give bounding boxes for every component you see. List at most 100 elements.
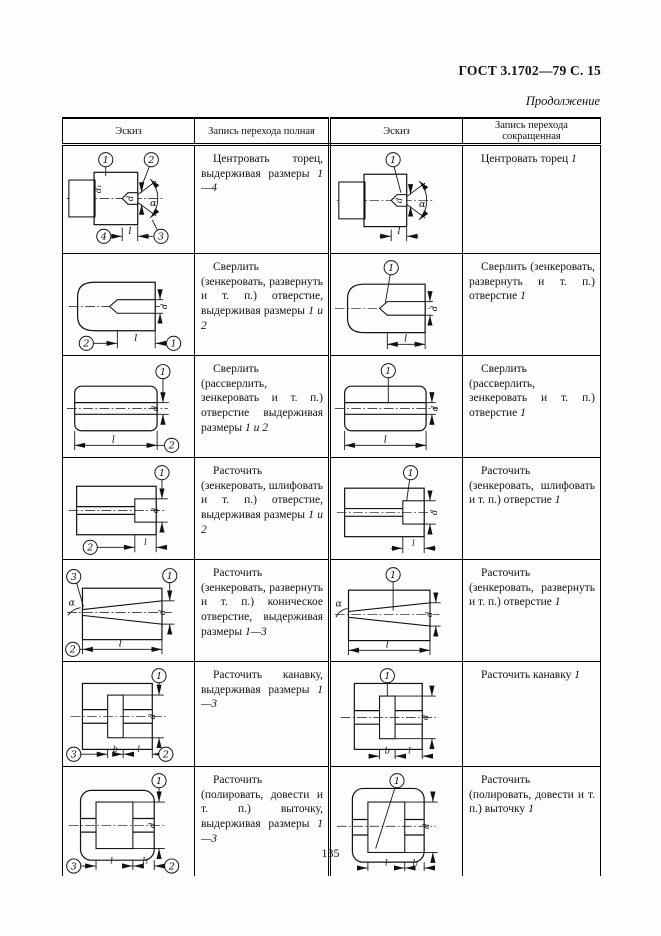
document-reference: ГОСТ 3.1702—79 С. 15 <box>458 63 601 78</box>
callout-1-label: 1 <box>102 155 108 166</box>
dim-l-label: l <box>383 434 386 445</box>
header-record-short: Запись перехода сокращенная <box>462 117 601 146</box>
sketch-groove-full: 1 d 3 2 <box>65 668 173 762</box>
dim-d-label: d <box>393 198 403 203</box>
part-section <box>346 283 426 334</box>
record-full-text: Расточить (зенкеровать, развернуть и т. … <box>201 566 323 638</box>
callout-1: 1 <box>161 567 177 601</box>
dim-l-label: l <box>110 855 113 865</box>
record-full-refs: 1—3 <box>244 625 267 638</box>
dim-l-label: l <box>404 333 407 344</box>
sketch-short-cell: 1 d b l <box>329 660 463 767</box>
dim-d-label: d <box>428 306 438 311</box>
callout-3-label: 3 <box>70 572 76 583</box>
table-row: 1 d 3 2 <box>62 765 601 876</box>
callout-1-label: 1 <box>393 776 399 787</box>
dim-d-label: d <box>150 406 160 411</box>
record-full-cell: Расточить (зенкеровать, шлифовать и т. п… <box>194 456 331 560</box>
dim-d-label: d <box>156 610 166 615</box>
callout-2: 2 <box>82 539 134 555</box>
record-full-cell: Центровать торец, выдерживая размеры 1—4 <box>194 144 331 254</box>
part-section <box>353 682 423 750</box>
callout-1-label: 1 <box>158 468 164 479</box>
sketch-bore-full: 1 d 2 l <box>68 465 170 555</box>
table-row: 1 d l 2 Сверлить (рассверлить, зенкерова… <box>62 354 601 458</box>
dim-d-label: d <box>158 304 168 309</box>
record-short-refs: 1 <box>554 596 561 609</box>
record-full-refs: 1—3 <box>201 818 323 845</box>
callout-2: 2 <box>154 858 179 874</box>
dim-l-label: l <box>134 333 137 344</box>
callout-1: 1 <box>154 364 171 403</box>
callout-3: 3 <box>65 568 84 607</box>
record-short-refs: 1 <box>520 290 526 303</box>
dim-d-label: d <box>147 714 157 719</box>
continuation-label: Продолжение <box>525 94 600 108</box>
callout-2-label: 2 <box>167 441 174 452</box>
dim-l-label: l <box>128 226 131 237</box>
record-full-cell: Расточить канавку, выдерживая размеры 1—… <box>194 660 331 767</box>
record-full-text: Сверлить (рассверлить, зенкеровать и т. … <box>201 362 323 434</box>
callout-4-label: 4 <box>99 232 106 243</box>
record-full-text: Центровать торец, выдерживая размеры <box>201 153 323 180</box>
callout-3-label: 3 <box>70 749 76 760</box>
callout-2: 2 <box>64 641 82 657</box>
record-short-refs: 1 <box>574 668 581 681</box>
header-sketch-short: Эскиз <box>329 117 463 146</box>
callout-3: 3 <box>65 746 107 762</box>
record-full-cell: Сверлить (зенкеровать, развернуть и т. п… <box>194 253 331 356</box>
callout-1: 1 <box>155 335 181 351</box>
angle-tick <box>67 607 81 616</box>
callout-4: 4 <box>95 228 122 244</box>
dim-b-label: b <box>112 744 117 754</box>
callout-1: 1 <box>97 152 113 177</box>
callout-2-label: 2 <box>68 645 75 656</box>
dim-alpha-label: α <box>335 599 342 610</box>
header-record-full: Запись перехода полная <box>194 117 331 146</box>
dim-d-label: d <box>420 824 430 829</box>
dim-l-label: l <box>144 537 147 547</box>
dim-alpha-label: α <box>68 598 75 609</box>
sketch-through-hole-short: 1 d l <box>334 363 439 451</box>
dim-d-label: d <box>150 508 160 513</box>
callout-1: 1 <box>385 567 401 611</box>
center-hole <box>389 194 407 207</box>
callout-1: 1 <box>150 668 167 695</box>
sketch-drill-short: 1 d l <box>334 260 438 350</box>
record-full-refs: 1—4 <box>201 167 323 195</box>
header-sketch-full: Эскиз <box>62 117 195 146</box>
record-short-refs: 1 <box>520 407 526 420</box>
record-short-refs: 1 <box>554 494 561 507</box>
record-full-refs: 1 и 2 <box>201 509 324 536</box>
callout-1: 1 <box>380 363 396 403</box>
transitions-table: Эскиз Запись перехода полная Эскиз Запис… <box>62 117 601 876</box>
angle-arc <box>149 178 159 219</box>
record-short-text: Сверлить (рассверлить, зенкеровать и т. … <box>469 362 595 420</box>
record-short-text: Расточить (зенкеровать, шлифовать и т. п… <box>469 464 595 507</box>
table-header-row: Эскиз Запись перехода полная Эскиз Запис… <box>62 117 601 146</box>
dim-d-label: d <box>147 823 157 828</box>
callout-2: 2 <box>139 152 159 189</box>
sketch-short-cell: 1 d α l <box>329 144 463 254</box>
callout-1-label: 1 <box>390 155 396 166</box>
shaft <box>337 181 366 220</box>
dim-l-label: l <box>385 857 388 867</box>
record-full-cell: Расточить (зенкеровать, развернуть и т. … <box>194 558 331 662</box>
callout-1-label: 1 <box>170 339 176 350</box>
sketch-short-cell: 1 d l <box>329 354 463 458</box>
record-short-cell: Центровать торец 1 <box>462 144 601 254</box>
record-short-cell: Расточить канавку 1 <box>462 660 601 767</box>
callout-1: 1 <box>153 465 170 499</box>
table-row: 1 d 2 l Расточить (зенкеровать, шл <box>62 456 601 560</box>
callout-1-label: 1 <box>388 263 394 274</box>
sketch-full-cell: 1 2 3 4 <box>62 144 195 254</box>
table-row: d 2 1 l Сверлить <box>62 253 601 356</box>
drilled-hole <box>108 299 156 314</box>
part-section <box>76 281 156 332</box>
record-full-cell: Сверлить (рассверлить, зенкеровать и т. … <box>194 354 331 458</box>
record-full-refs: 1 и 2 <box>201 305 324 332</box>
sketch-cone-full: 3 α 1 d l <box>64 567 177 657</box>
record-short-cell: Расточить (полировать, довести и т. п.) … <box>462 765 601 876</box>
dim-l-label: l <box>385 639 388 650</box>
record-full-text: Расточить (зенкеровать, шлифовать и т. п… <box>201 464 323 522</box>
